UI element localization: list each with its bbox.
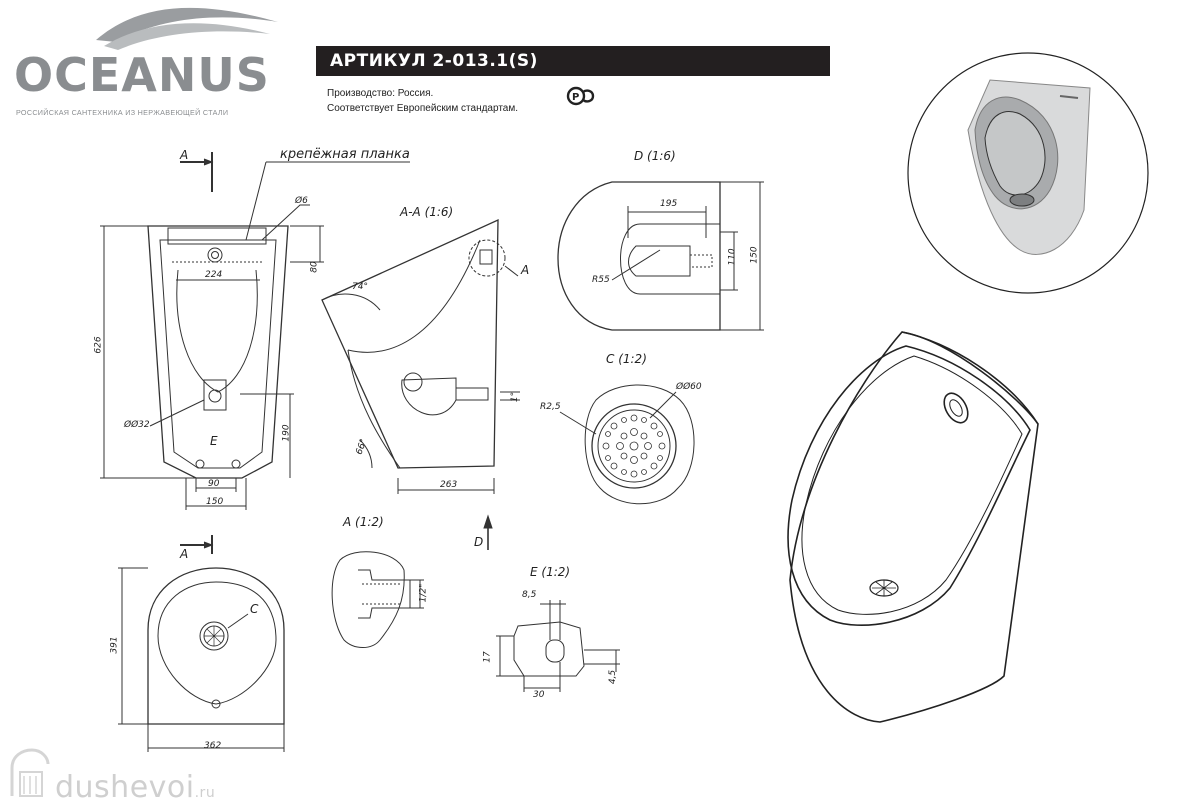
title-bar bbox=[316, 46, 830, 76]
dim-hole: Ø6 bbox=[295, 196, 308, 206]
front-section-marker: А bbox=[180, 148, 189, 162]
dim-height: 626 bbox=[93, 336, 104, 354]
dim-span-inner: 90 bbox=[208, 479, 220, 489]
dim-outlet: ØØ32 bbox=[124, 420, 150, 430]
section-detail-marker-a: А bbox=[521, 263, 530, 277]
detail-d-view bbox=[557, 181, 764, 331]
dim-span-outer: 150 bbox=[206, 497, 224, 507]
dim-slope: 1° bbox=[510, 391, 521, 403]
svg-text:P: P bbox=[572, 92, 579, 103]
dim-top-width: 362 bbox=[204, 741, 222, 751]
top-section-marker: А bbox=[180, 547, 189, 561]
dim-depth: 263 bbox=[440, 480, 458, 490]
dim-c-radius: R2,5 bbox=[540, 402, 561, 412]
dim-c-diameter: ØØ60 bbox=[676, 382, 702, 392]
view-marker-d: D bbox=[474, 535, 484, 549]
dim-top-depth: 391 bbox=[109, 636, 120, 654]
watermark-text: dushevoi bbox=[55, 770, 195, 805]
dim-e-slot-height: 4,5 bbox=[608, 669, 619, 685]
dim-d-radius: R55 bbox=[592, 275, 610, 285]
dim-d-width: 195 bbox=[660, 199, 678, 209]
watermark: dushevoi.ru bbox=[55, 770, 215, 805]
detail-a-label: А (1:2) bbox=[343, 515, 384, 529]
info-line-standards: Соответствует Европейским стандартам. bbox=[327, 103, 519, 114]
watermark-shower-icon bbox=[10, 748, 50, 797]
detail-c-view bbox=[559, 384, 695, 505]
dim-d-height: 150 bbox=[749, 246, 760, 264]
mounting-bar-callout: крепёжная планка bbox=[280, 147, 410, 162]
dim-outlet-height: 190 bbox=[281, 424, 292, 442]
info-line-production: Производство: Россия. bbox=[327, 88, 434, 99]
article-title: АРТИКУЛ 2-013.1(S) bbox=[330, 51, 538, 71]
dim-width-top: 224 bbox=[205, 270, 223, 280]
detail-c-label: С (1:2) bbox=[606, 352, 647, 366]
front-view bbox=[100, 152, 410, 554]
brand-tagline: РОССИЙСКАЯ САНТЕХНИКА ИЗ НЕРЖАВЕЮЩЕЙ СТА… bbox=[16, 108, 229, 117]
dim-angle-top: 74° bbox=[352, 282, 368, 292]
dim-bar-height: 80 bbox=[309, 261, 320, 273]
strainer-holes bbox=[602, 414, 666, 478]
detail-d-label: D (1:6) bbox=[634, 149, 676, 163]
dim-e-width: 30 bbox=[533, 690, 545, 700]
detail-a-view bbox=[331, 551, 424, 648]
rst-certification-icon: P bbox=[566, 86, 595, 106]
dim-e-offset: 8,5 bbox=[522, 590, 537, 600]
dim-a-thread: 1/2" bbox=[418, 583, 429, 603]
section-aa-view bbox=[321, 218, 520, 494]
photo-circle bbox=[907, 52, 1149, 294]
top-view bbox=[118, 567, 285, 752]
section-aa-label: А-А (1:6) bbox=[400, 205, 454, 219]
detail-e-view bbox=[483, 514, 620, 692]
dim-e-height: 17 bbox=[482, 651, 493, 663]
watermark-domain: .ru bbox=[194, 785, 216, 801]
top-detail-marker-c: С bbox=[250, 602, 259, 616]
isometric-view bbox=[787, 331, 1039, 723]
brand-name: OCEANUS bbox=[14, 48, 270, 102]
dim-d-slot: 110 bbox=[727, 248, 738, 266]
detail-e-label: Е (1:2) bbox=[530, 565, 571, 579]
front-detail-marker-e: Е bbox=[210, 434, 218, 448]
